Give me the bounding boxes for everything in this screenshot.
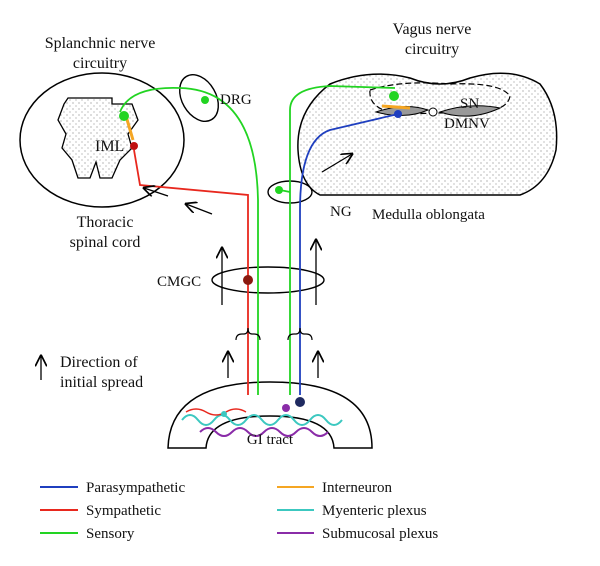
central-canal bbox=[428, 107, 438, 117]
gi-tract-outline bbox=[167, 381, 373, 449]
legend-label-submucosal: Submucosal plexus bbox=[322, 526, 438, 542]
direction-label-line1: Direction of bbox=[60, 354, 138, 371]
ng-label: NG bbox=[330, 204, 352, 220]
splanchnic-title-line2: circuitry bbox=[73, 55, 127, 72]
vagus-title-line2: circuitry bbox=[405, 41, 459, 58]
thoracic-label-line2: spinal cord bbox=[70, 234, 141, 251]
myenteric-plexus-wave bbox=[181, 414, 343, 426]
spinal-grey-matter bbox=[57, 97, 139, 179]
vagal-sensory-terminal bbox=[389, 91, 399, 101]
medulla-label: Medulla oblongata bbox=[372, 207, 485, 223]
direction-arrow bbox=[321, 154, 352, 173]
vagal-fiber-brace bbox=[287, 327, 313, 341]
cmgc-cell-body bbox=[243, 275, 253, 285]
drg-ganglion-outline bbox=[178, 74, 220, 122]
dmnv-cell-body bbox=[394, 110, 402, 118]
drg-label: DRG bbox=[220, 92, 252, 108]
medulla-oblongata-outline bbox=[297, 72, 558, 196]
direction-arrow bbox=[186, 204, 213, 215]
enteric-sympathetic-wave bbox=[185, 408, 247, 416]
vagus-title-line1: Vagus nerve bbox=[393, 21, 472, 38]
legend-label-interneuron: Interneuron bbox=[322, 480, 392, 496]
spinal-fiber-brace bbox=[235, 327, 261, 341]
ng-cell-body bbox=[275, 186, 283, 194]
interneuron-spinal bbox=[124, 115, 135, 141]
legend-label-parasympathetic: Parasympathetic bbox=[86, 480, 185, 496]
direction-label-line2: initial spread bbox=[60, 374, 143, 391]
legend-label-sympathetic: Sympathetic bbox=[86, 503, 161, 519]
sn-label: SN bbox=[460, 96, 479, 112]
cmgc-label: CMGC bbox=[157, 274, 201, 290]
splanchnic-title-line1: Splanchnic nerve bbox=[45, 35, 156, 52]
iml-label: IML bbox=[95, 138, 124, 155]
enteric-ganglion bbox=[282, 404, 290, 412]
submucosal-plexus-wave bbox=[199, 427, 329, 437]
iml-sympathetic-cell bbox=[130, 142, 138, 150]
sn-nucleus bbox=[438, 105, 502, 117]
dmnv-label: DMNV bbox=[444, 116, 490, 132]
sympathetic-fiber bbox=[133, 149, 249, 395]
spinal-sensory-terminal bbox=[119, 111, 129, 121]
enteric-ganglion bbox=[221, 411, 227, 417]
interneuron-vagal bbox=[381, 104, 411, 110]
legend: Parasympathetic Sympathetic Sensory Inte… bbox=[40, 480, 438, 542]
sensory-fiber-vagal bbox=[289, 85, 396, 395]
cmgc-ganglion-outline bbox=[211, 266, 325, 294]
legend-label-myenteric: Myenteric plexus bbox=[322, 503, 427, 519]
legend-label-sensory: Sensory bbox=[86, 526, 135, 542]
sensory-fiber-spinal bbox=[119, 87, 259, 395]
parasympathetic-fiber bbox=[299, 113, 399, 395]
gi-tract-label: GI tract bbox=[247, 432, 294, 448]
thoracic-label-line1: Thoracic bbox=[77, 214, 134, 231]
enteric-ganglion bbox=[295, 397, 305, 407]
drg-cell-body bbox=[201, 96, 209, 104]
direction-arrow bbox=[144, 188, 169, 196]
